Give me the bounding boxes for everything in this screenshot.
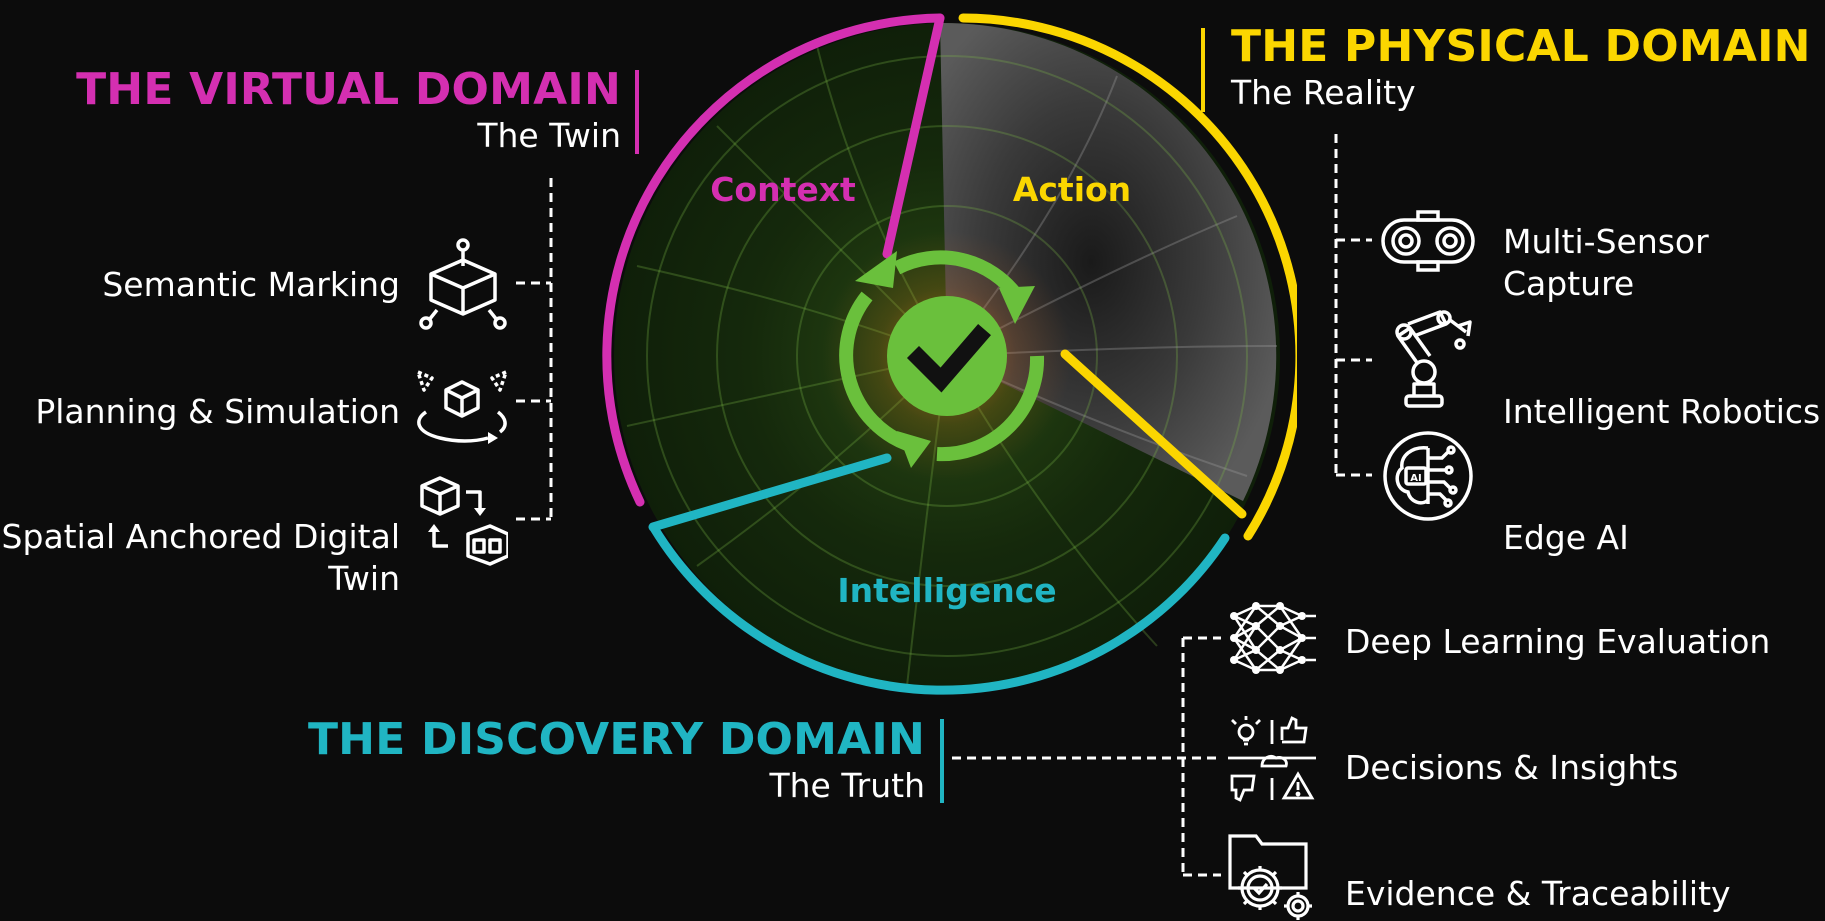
- discovery-item-label: Decisions & Insights: [1345, 748, 1679, 787]
- discovery-domain-subtitle: The Truth: [769, 766, 925, 805]
- context-label: Context: [710, 170, 856, 209]
- virtual-domain-subtitle: The Twin: [477, 116, 621, 155]
- cube-marking-icon: [417, 238, 509, 330]
- discovery-domain-title: THE DISCOVERY DOMAIN: [307, 714, 925, 765]
- physical-arc: [958, 13, 1297, 541]
- virtual-item-spatial-twin: Spatial Anchored Digital Twin: [0, 516, 400, 600]
- physical-domain-subtitle: The Reality: [1231, 73, 1416, 112]
- ai-brain-icon: AI: [1382, 430, 1474, 522]
- check-cycle-icon: [839, 250, 1045, 462]
- physical-domain-title: THE PHYSICAL DOMAIN: [1231, 21, 1811, 72]
- discovery-item-evidence: Evidence & Traceability: [1345, 873, 1785, 915]
- virtual-arc: [602, 13, 945, 507]
- domain-wheel: Context Action Intelligence: [602, 13, 1297, 695]
- virtual-item-label: Spatial Anchored Digital Twin: [1, 517, 400, 598]
- svg-text:AI: AI: [1410, 473, 1421, 484]
- virtual-domain-title: THE VIRTUAL DOMAIN: [76, 64, 621, 115]
- sensor-camera-icon: [1380, 210, 1476, 272]
- discovery-arc: [649, 523, 1230, 695]
- intelligence-label: Intelligence: [837, 571, 1056, 610]
- physical-item-robotics: Intelligent Robotics: [1503, 391, 1823, 433]
- physical-item-multi-sensor: Multi-Sensor Capture: [1503, 221, 1733, 305]
- physical-item-edge-ai: Edge AI: [1503, 517, 1803, 559]
- virtual-item-label: Semantic Marking: [102, 265, 400, 304]
- cube-twin-icon: [418, 474, 508, 566]
- physical-item-label: Intelligent Robotics: [1503, 392, 1821, 431]
- discovery-item-decisions: Decisions & Insights: [1345, 747, 1765, 789]
- virtual-item-label: Planning & Simulation: [35, 392, 400, 431]
- neural-network-icon: [1226, 596, 1318, 680]
- action-label: Action: [1013, 170, 1131, 209]
- virtual-item-planning-simulation: Planning & Simulation: [0, 391, 400, 433]
- discovery-item-deep-learning: Deep Learning Evaluation: [1345, 621, 1805, 663]
- decision-cloud-icon: [1226, 714, 1318, 804]
- discovery-item-label: Evidence & Traceability: [1345, 874, 1731, 913]
- physical-item-label: Edge AI: [1503, 518, 1629, 557]
- robot-arm-icon: [1384, 306, 1474, 410]
- physical-item-label: Multi-Sensor Capture: [1503, 222, 1709, 303]
- discovery-item-label: Deep Learning Evaluation: [1345, 622, 1771, 661]
- cube-rotate-icon: [412, 368, 512, 444]
- virtual-item-semantic-marking: Semantic Marking: [20, 264, 400, 306]
- folder-gear-icon: [1226, 828, 1318, 921]
